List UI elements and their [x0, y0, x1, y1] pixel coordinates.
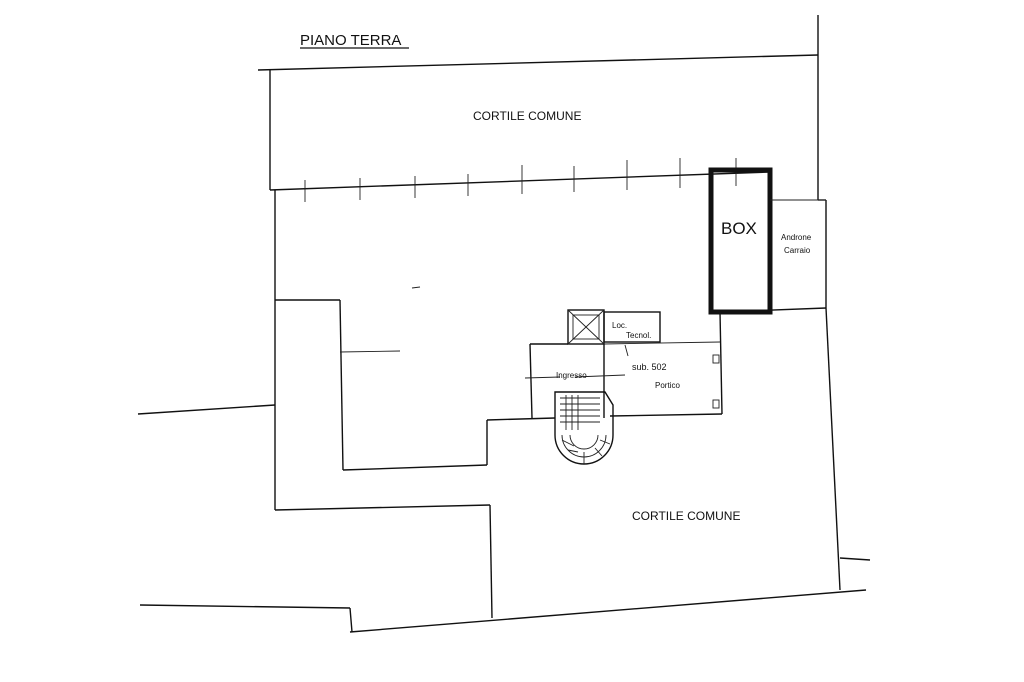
tech-room-label-line2: Tecnol. [626, 331, 651, 340]
garage-box: BOX [708, 167, 773, 315]
driveway: Androne Carraio [770, 199, 826, 255]
driveway-label-line1: Androne [781, 233, 812, 242]
fence-line [269, 158, 771, 202]
courtyard-bottom-label: CORTILE COMUNE [632, 509, 740, 523]
driveway-label-line2: Carraio [784, 246, 811, 255]
tech-room: Loc. Tecnol. [567, 309, 661, 345]
porch-label: Portico [655, 381, 680, 390]
outer-boundary [137, 15, 871, 633]
building-outline [274, 190, 827, 619]
entrance-area: Ingresso sub. 502 Portico [524, 341, 721, 419]
entrance-label: Ingresso [556, 371, 587, 380]
courtyard-top-label: CORTILE COMUNE [473, 109, 581, 123]
box-label: BOX [721, 219, 757, 238]
plan-title: PIANO TERRA [300, 32, 401, 49]
tech-room-label-line1: Loc. [612, 321, 627, 330]
unit-label: sub. 502 [632, 362, 667, 372]
staircase [554, 391, 614, 465]
